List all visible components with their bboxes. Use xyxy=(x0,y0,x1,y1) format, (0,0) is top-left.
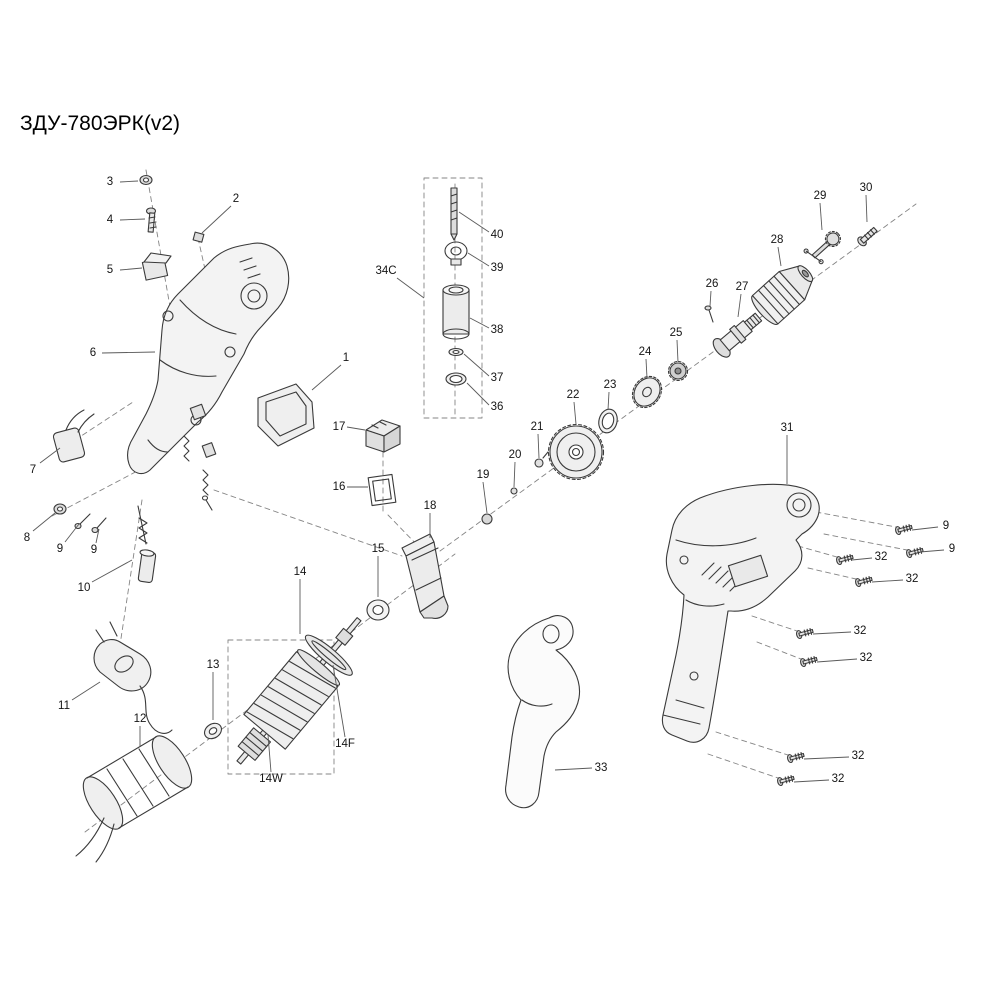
part-label-2: 2 xyxy=(232,193,240,205)
capacitor xyxy=(52,409,95,463)
part-label-9: 9 xyxy=(942,520,950,532)
armature-group-box xyxy=(227,639,335,775)
brush-parts xyxy=(183,403,217,511)
part-label-19: 19 xyxy=(476,469,490,481)
part-label-17: 17 xyxy=(332,421,346,433)
brush-cover xyxy=(257,383,315,447)
part-label-23: 23 xyxy=(603,379,617,391)
part-label-22: 22 xyxy=(566,389,580,401)
chuck xyxy=(751,265,814,325)
part-label-15: 15 xyxy=(371,543,385,555)
part-label-32: 32 xyxy=(874,551,888,563)
part-label-16: 16 xyxy=(332,481,346,493)
part-label-32: 32 xyxy=(905,573,919,585)
screw-30 xyxy=(857,226,878,247)
small-fasteners-left xyxy=(53,503,157,583)
part-label-14F: 14F xyxy=(335,738,355,750)
armature xyxy=(236,617,362,765)
diagram-title: ЗДУ-780ЭРК(v2) xyxy=(20,112,181,135)
gear-train xyxy=(481,360,689,525)
part-label-6: 6 xyxy=(89,347,97,359)
part-label-30: 30 xyxy=(859,182,873,194)
part-label-8: 8 xyxy=(23,532,31,544)
left-housing xyxy=(127,242,290,475)
switch-parts-16-17 xyxy=(365,419,401,507)
part-label-10: 10 xyxy=(77,582,91,594)
spindle xyxy=(712,312,763,358)
part-label-37: 37 xyxy=(490,372,504,384)
side-handle xyxy=(505,615,581,809)
part-label-34C: 34C xyxy=(375,265,397,277)
part-label-5: 5 xyxy=(106,264,114,276)
part-label-32: 32 xyxy=(851,750,865,762)
top-small-parts xyxy=(139,174,205,281)
chuck-key xyxy=(803,230,841,265)
part-label-38: 38 xyxy=(490,324,504,336)
part-label-11: 11 xyxy=(58,700,70,712)
part-label-9: 9 xyxy=(948,543,956,555)
part-label-9: 9 xyxy=(56,543,64,555)
switch-18 xyxy=(401,533,449,619)
stator xyxy=(75,735,193,863)
part-label-36: 36 xyxy=(490,401,504,413)
part-label-40: 40 xyxy=(490,229,504,241)
pin-26 xyxy=(704,305,714,323)
aux-handle-parts xyxy=(442,187,470,386)
housing-screws xyxy=(777,523,924,787)
part-label-1: 1 xyxy=(342,352,350,364)
part-label-13: 13 xyxy=(206,659,220,671)
part-label-9: 9 xyxy=(90,544,98,556)
aux-handle-group-box xyxy=(423,177,483,419)
part-label-3: 3 xyxy=(106,176,114,188)
part-label-29: 29 xyxy=(813,190,827,202)
part-label-32: 32 xyxy=(831,773,845,785)
part-label-31: 31 xyxy=(780,422,794,434)
washer-13 xyxy=(203,722,223,740)
bearing-15 xyxy=(366,599,390,621)
power-plug xyxy=(93,621,173,734)
part-label-32: 32 xyxy=(859,652,873,664)
part-label-26: 26 xyxy=(705,278,719,290)
part-label-20: 20 xyxy=(508,449,522,461)
part-label-24: 24 xyxy=(638,346,652,358)
part-label-28: 28 xyxy=(770,234,784,246)
part-label-32: 32 xyxy=(853,625,867,637)
part-label-39: 39 xyxy=(490,262,504,274)
part-label-12: 12 xyxy=(133,713,147,725)
part-label-33: 33 xyxy=(594,762,608,774)
part-label-7: 7 xyxy=(29,464,37,476)
part-label-27: 27 xyxy=(735,281,749,293)
part-label-25: 25 xyxy=(669,327,683,339)
part-label-14: 14 xyxy=(293,566,307,578)
assembly-axes xyxy=(51,169,917,833)
part-label-21: 21 xyxy=(530,421,544,433)
right-housing xyxy=(661,483,820,743)
part-label-4: 4 xyxy=(106,214,114,226)
part-label-14W: 14W xyxy=(259,773,283,785)
part-label-18: 18 xyxy=(423,500,437,512)
